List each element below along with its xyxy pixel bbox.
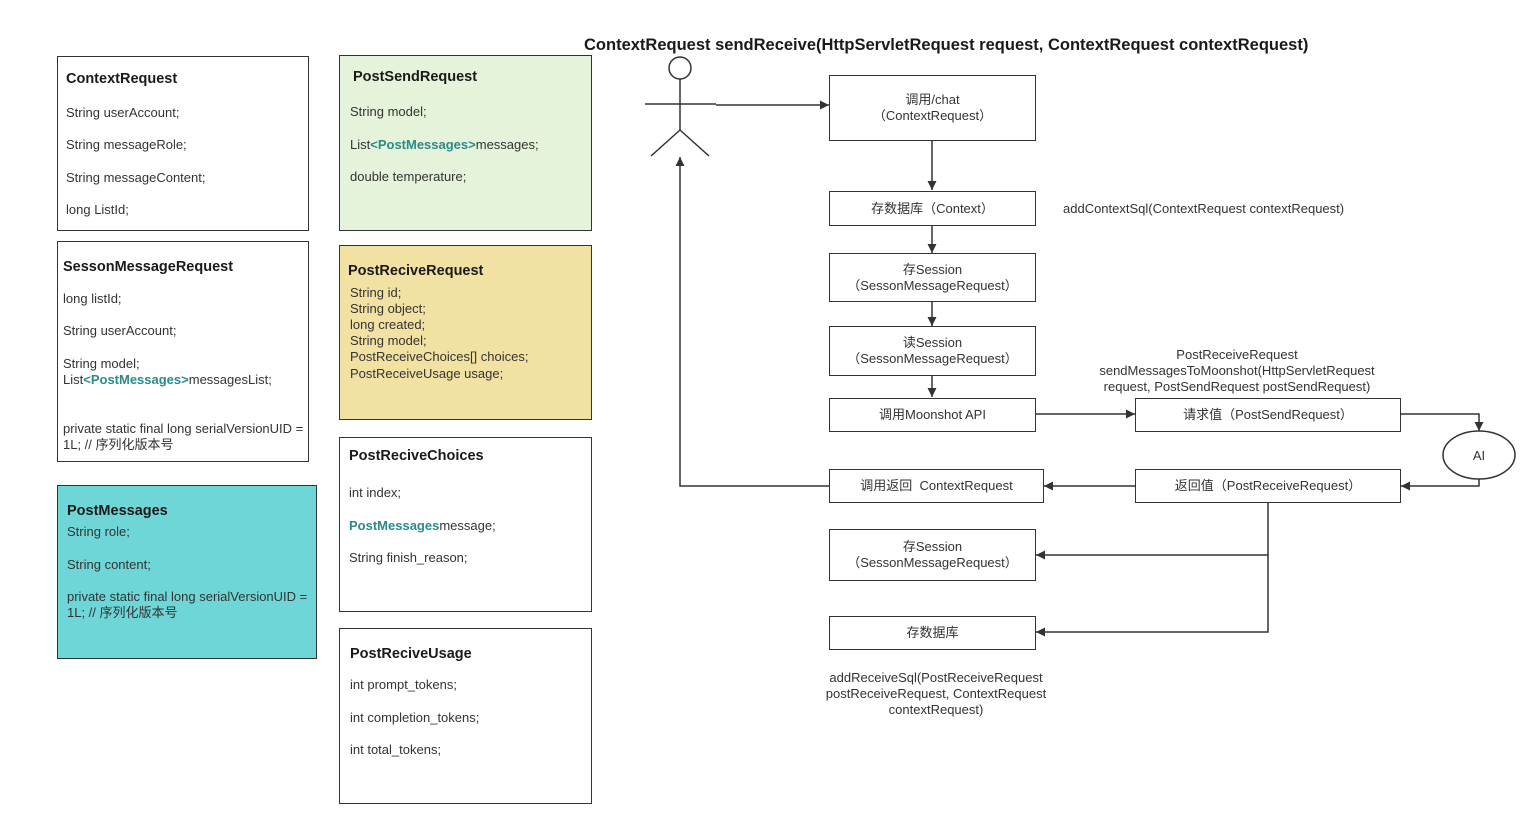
list-prefix: List <box>63 372 84 387</box>
field: int completion_tokens; <box>350 710 480 725</box>
node-line: 调用/chat <box>905 92 960 107</box>
list-name: messages; <box>475 137 539 152</box>
class-context-request: ContextRequest String userAccount; Strin… <box>57 56 309 231</box>
node-line: （SessonMessageRequest） <box>847 555 1018 570</box>
class-name: PostReciveUsage <box>350 646 472 662</box>
field: int total_tokens; <box>350 742 442 757</box>
field: String model; <box>350 104 427 119</box>
field: String role; <box>67 524 130 539</box>
node-line: 存Session <box>902 539 963 554</box>
field: long listId; <box>63 291 122 306</box>
field-list: List<PostMessages>messagesList; <box>63 372 272 388</box>
field-message: PostMessagesmessage; <box>349 518 496 534</box>
label-line: request, PostSendRequest postSendRequest… <box>1103 379 1371 394</box>
list-type: <PostMessages> <box>370 137 476 152</box>
field: String content; <box>67 557 151 572</box>
node-line: （ContextRequest） <box>872 108 993 123</box>
node-line: （SessonMessageRequest） <box>847 277 1018 293</box>
node-line: 存Session <box>902 261 963 277</box>
field: String userAccount; <box>63 323 177 338</box>
label-add-context-sql: addContextSql(ContextRequest contextRequ… <box>1063 201 1345 216</box>
field: String finish_reason; <box>349 550 468 565</box>
class-post-recive-request: PostReciveRequest String id; String obje… <box>339 245 592 420</box>
field: long created; <box>350 317 426 332</box>
node-call-moonshot: 调用Moonshot API <box>829 398 1036 432</box>
class-name: PostReciveRequest <box>348 263 484 279</box>
node-store-session-2: 存Session （SessonMessageRequest） <box>829 529 1036 581</box>
node-store-db-context: 存数据库（Context） <box>829 191 1036 226</box>
node-line: （SessonMessageRequest） <box>847 351 1018 366</box>
field: long ListId; <box>66 202 129 217</box>
class-post-messages: PostMessages String role; String content… <box>57 485 317 659</box>
field: String messageRole; <box>66 137 187 152</box>
class-session-message-request: SessonMessageRequest long listId; String… <box>57 241 309 462</box>
node-line: 调用Moonshot API <box>879 407 986 422</box>
actor-stick-figure <box>645 56 716 157</box>
arrow-request-to-ai <box>1400 413 1484 431</box>
class-name: ContextRequest <box>66 71 178 87</box>
label-line: addReceiveSql(PostReceiveRequest <box>829 670 1043 685</box>
node-call-chat: 调用/chat （ContextRequest） <box>829 75 1036 141</box>
list-prefix: List <box>350 137 371 152</box>
field: String model; <box>63 356 140 371</box>
field: String object; <box>350 301 426 316</box>
list-name: messagesList; <box>188 372 272 387</box>
class-name: PostMessages <box>67 503 168 519</box>
field-serial: private static final long serialVersionU… <box>63 421 304 452</box>
node-line: 返回值（PostReceiveRequest） <box>1174 478 1362 493</box>
class-name: SessonMessageRequest <box>63 259 234 275</box>
field: String userAccount; <box>66 105 180 120</box>
field: String model; <box>350 333 427 348</box>
label-add-receive-sql: addReceiveSql(PostReceiveRequest postRec… <box>800 670 1072 718</box>
field-list: List<PostMessages>messages; <box>350 137 539 153</box>
message-name: message; <box>439 518 496 533</box>
class-name: PostSendRequest <box>353 69 478 85</box>
class-name: PostReciveChoices <box>349 448 484 464</box>
label-send-to-moonshot: PostReceiveRequest sendMessagesToMoonsho… <box>1072 347 1402 395</box>
node-call-return: 调用返回 ContextRequest <box>829 469 1044 503</box>
node-read-session: 读Session （SessonMessageRequest） <box>829 326 1036 376</box>
message-type: PostMessages <box>349 518 440 533</box>
ai-node-label: AI <box>1473 448 1485 463</box>
field: PostReceiveChoices[] choices; <box>350 349 529 364</box>
label-line: postReceiveRequest, ContextRequest <box>825 686 1047 701</box>
class-post-recive-choices: PostReciveChoices int index; PostMessage… <box>339 437 592 612</box>
field: int index; <box>349 485 402 500</box>
node-line: 存数据库 <box>906 625 959 640</box>
field: PostReceiveUsage usage; <box>350 366 504 381</box>
field: double temperature; <box>350 169 467 184</box>
field: String id; <box>350 285 402 300</box>
arrow-ai-to-return <box>1401 479 1480 491</box>
field: int prompt_tokens; <box>350 677 457 692</box>
diagram-title: ContextRequest sendReceive(HttpServletRe… <box>584 36 1309 54</box>
arrow-call-return-to-actor <box>675 157 829 487</box>
field-serial: private static final long serialVersionU… <box>67 589 308 620</box>
ai-node-shape <box>1442 430 1516 480</box>
label-line: sendMessagesToMoonshot(HttpServletReques… <box>1099 363 1375 378</box>
node-line: 请求值（PostSendRequest） <box>1183 407 1353 422</box>
node-store-db: 存数据库 <box>829 616 1036 650</box>
class-post-send-request: PostSendRequest String model; List<PostM… <box>339 55 592 231</box>
node-line: 读Session <box>902 335 963 350</box>
node-return-value: 返回值（PostReceiveRequest） <box>1135 469 1401 503</box>
list-type: <PostMessages> <box>83 372 189 387</box>
arrow-return-to-session <box>1036 502 1269 560</box>
field: String messageContent; <box>66 170 206 185</box>
class-post-recive-usage: PostReciveUsage int prompt_tokens; int c… <box>339 628 592 804</box>
arrow-return-to-db <box>1036 555 1269 637</box>
label-line: contextRequest) <box>888 702 984 717</box>
node-line: 调用返回 ContextRequest <box>860 478 1013 493</box>
node-request-value: 请求值（PostSendRequest） <box>1135 398 1401 432</box>
node-line: 存数据库（Context） <box>871 200 994 216</box>
label-line: PostReceiveRequest <box>1176 347 1298 362</box>
node-store-session-1: 存Session （SessonMessageRequest） <box>829 253 1036 302</box>
